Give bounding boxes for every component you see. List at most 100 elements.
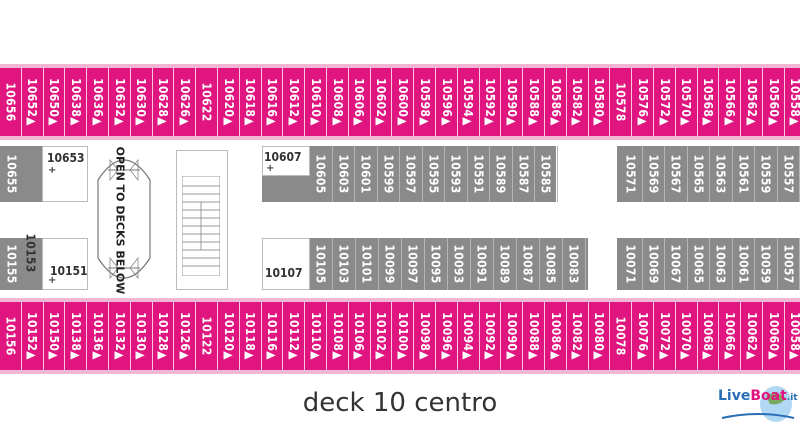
cabin-cell[interactable]: 10598▲ bbox=[414, 68, 436, 136]
cabin-cell[interactable]: 10571 bbox=[620, 146, 643, 202]
cabin-cell[interactable]: 10128▲ bbox=[153, 302, 175, 370]
cabin-cell[interactable]: 10572▲ bbox=[654, 68, 676, 136]
cabin-cell[interactable]: 10560▲ bbox=[763, 68, 785, 136]
cabin-cell[interactable]: 10590▲ bbox=[501, 68, 524, 136]
cabin-10151[interactable]: 10151 bbox=[50, 264, 88, 278]
cabin-cell[interactable]: 10565 bbox=[688, 146, 710, 202]
cabin-cell[interactable]: 10150▲ bbox=[44, 302, 66, 370]
cabin-cell[interactable]: 10603 bbox=[333, 146, 355, 202]
cabin-cell[interactable]: 10101 bbox=[356, 238, 379, 290]
cabin-10607[interactable]: 10607 bbox=[264, 150, 302, 164]
cabin-cell[interactable]: 10622 bbox=[196, 68, 218, 136]
cabin-cell[interactable]: 10068▲ bbox=[698, 302, 720, 370]
cabin-cell[interactable]: 10612▲ bbox=[283, 68, 306, 136]
cabin-cell[interactable]: 10562▲ bbox=[741, 68, 763, 136]
cabin-cell[interactable]: 10070▲ bbox=[676, 302, 698, 370]
cabin-cell[interactable]: 10088▲ bbox=[523, 302, 545, 370]
cabin-cell[interactable]: 10100▲ bbox=[392, 302, 415, 370]
cabin-cell[interactable]: 10606▲ bbox=[349, 68, 371, 136]
cabin-cell[interactable]: 10078 bbox=[610, 302, 633, 370]
cabin-cell[interactable]: 10630▲ bbox=[131, 68, 153, 136]
cabin-cell[interactable]: 10558▲ bbox=[785, 68, 800, 136]
cabin-cell[interactable]: 10097 bbox=[402, 238, 425, 290]
cabin-cell[interactable]: 10620▲ bbox=[218, 68, 240, 136]
cabin-cell[interactable]: 10618▲ bbox=[240, 68, 262, 136]
cabin-cell[interactable]: 10091 bbox=[471, 238, 494, 290]
cabin-cell[interactable]: 10092▲ bbox=[480, 302, 502, 370]
cabin-cell[interactable]: 10098▲ bbox=[414, 302, 436, 370]
cabin-cell[interactable]: 10066▲ bbox=[719, 302, 742, 370]
cabin-cell[interactable]: 10059 bbox=[755, 238, 778, 290]
cabin-cell[interactable]: 10595 bbox=[423, 146, 445, 202]
cabin-cell[interactable]: 10582▲ bbox=[567, 68, 589, 136]
cabin-cell[interactable]: 10616▲ bbox=[262, 68, 284, 136]
cabin-cell[interactable]: 10592▲ bbox=[480, 68, 502, 136]
cabin-cell[interactable]: 10076▲ bbox=[632, 302, 654, 370]
cabin-cell[interactable]: 10083 bbox=[563, 238, 586, 290]
cabin-cell[interactable]: 10126▲ bbox=[174, 302, 197, 370]
cabin-cell[interactable]: 10085 bbox=[540, 238, 563, 290]
cabin-cell[interactable]: 10072▲ bbox=[654, 302, 676, 370]
cabin-cell[interactable]: 10093 bbox=[448, 238, 471, 290]
cabin-cell[interactable]: 10058▲ bbox=[785, 302, 800, 370]
cabin-cell[interactable]: 10601 bbox=[355, 146, 378, 202]
cabin-cell[interactable]: 10588▲ bbox=[523, 68, 545, 136]
cabin-cell[interactable]: 10116▲ bbox=[262, 302, 284, 370]
cabin-cell[interactable]: 10108▲ bbox=[327, 302, 349, 370]
cabin-cell[interactable]: 10095 bbox=[425, 238, 448, 290]
cabin-cell[interactable]: 10120▲ bbox=[218, 302, 240, 370]
cabin-cell[interactable]: 10112▲ bbox=[283, 302, 306, 370]
cabin-cell[interactable]: 10610▲ bbox=[305, 68, 327, 136]
cabin-cell[interactable]: 10576▲ bbox=[632, 68, 654, 136]
cabin-cell[interactable]: 10593 bbox=[445, 146, 468, 202]
cabin-cell[interactable]: 10594▲ bbox=[458, 68, 480, 136]
cabin-cell[interactable]: 10132▲ bbox=[109, 302, 131, 370]
cabin-cell[interactable]: 10650▲ bbox=[44, 68, 66, 136]
cabin-cell[interactable]: 10608▲ bbox=[327, 68, 349, 136]
cabin-cell[interactable]: 10136▲ bbox=[87, 302, 109, 370]
cabin-cell[interactable]: 10065 bbox=[688, 238, 710, 290]
cabin-cell[interactable]: 10110▲ bbox=[305, 302, 327, 370]
cabin-cell[interactable]: 10570▲ bbox=[676, 68, 698, 136]
cabin-cell[interactable]: 10089 bbox=[494, 238, 517, 290]
cabin-cell[interactable]: 10557 bbox=[778, 146, 800, 202]
cabin-cell[interactable]: 10103 bbox=[333, 238, 356, 290]
cabin-cell[interactable]: 10130▲ bbox=[131, 302, 153, 370]
cabin-cell[interactable]: 10636▲ bbox=[87, 68, 109, 136]
cabin-cell[interactable]: 10153 bbox=[20, 233, 42, 272]
cabin-10107[interactable]: 10107 bbox=[265, 266, 303, 280]
cabin-cell[interactable]: 10600▲ bbox=[392, 68, 415, 136]
cabin-cell[interactable]: 10566▲ bbox=[719, 68, 742, 136]
cabin-cell[interactable]: 10082▲ bbox=[567, 302, 589, 370]
cabin-cell[interactable]: 10069 bbox=[643, 238, 665, 290]
cabin-cell[interactable]: 10060▲ bbox=[763, 302, 785, 370]
cabin-cell[interactable]: 10138▲ bbox=[65, 302, 88, 370]
cabin-cell[interactable]: 10063 bbox=[710, 238, 733, 290]
cabin-cell[interactable]: 10087 bbox=[517, 238, 540, 290]
cabin-cell[interactable]: 10638▲ bbox=[65, 68, 88, 136]
cabin-cell[interactable]: 10061 bbox=[733, 238, 755, 290]
cabin-cell[interactable]: 10152▲ bbox=[22, 302, 44, 370]
cabin-cell[interactable]: 10605 bbox=[310, 146, 333, 202]
cabin-cell[interactable]: 10067 bbox=[665, 238, 688, 290]
cabin-cell[interactable]: 10156 bbox=[0, 302, 22, 370]
cabin-10653[interactable]: 10653 bbox=[47, 151, 85, 165]
cabin-cell[interactable]: 10106▲ bbox=[349, 302, 371, 370]
cabin-cell[interactable]: 10580▲ bbox=[589, 68, 611, 136]
cabin-cell[interactable]: 10568▲ bbox=[698, 68, 720, 136]
cabin-cell[interactable]: 10578 bbox=[610, 68, 633, 136]
cabin-cell[interactable]: 10652▲ bbox=[22, 68, 44, 136]
cabin-cell[interactable]: 10656 bbox=[0, 68, 22, 136]
cabin-cell[interactable]: 10585 bbox=[535, 146, 558, 202]
cabin-cell[interactable]: 10105 bbox=[310, 238, 333, 290]
cabin-cell[interactable]: 10655 bbox=[0, 146, 24, 202]
cabin-cell[interactable]: 10567 bbox=[665, 146, 688, 202]
cabin-cell[interactable]: 10586▲ bbox=[545, 68, 567, 136]
cabin-cell[interactable]: 10569 bbox=[643, 146, 665, 202]
cabin-cell[interactable]: 10628▲ bbox=[153, 68, 175, 136]
cabin-cell[interactable]: 10559 bbox=[755, 146, 778, 202]
cabin-cell[interactable]: 10102▲ bbox=[371, 302, 393, 370]
cabin-cell[interactable]: 10591 bbox=[468, 146, 490, 202]
cabin-cell[interactable]: 10071 bbox=[620, 238, 643, 290]
cabin-cell[interactable]: 10597 bbox=[400, 146, 423, 202]
